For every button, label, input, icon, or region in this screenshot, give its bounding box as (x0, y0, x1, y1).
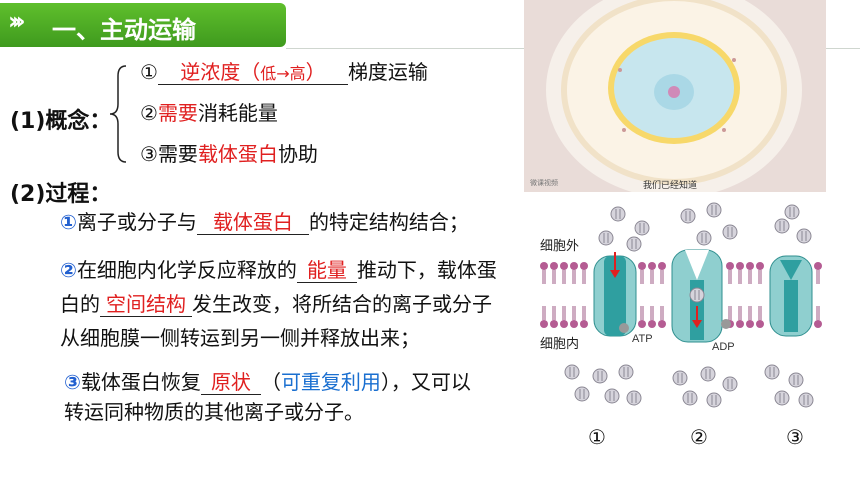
process-label: (2)过程： (10, 182, 112, 207)
process-step-2-line-2: 白的空间结构发生改变，将所结合的离子或分子 (60, 292, 492, 317)
answer-text: 能量 (306, 258, 347, 282)
answer-text: 载体蛋白 (212, 210, 293, 234)
outside-label: 细胞外 (540, 238, 579, 253)
video-watermark: 微课视频 (530, 179, 558, 187)
process-step-3-line-1: ③载体蛋白恢复原状（可重复利用），又可以 (64, 370, 471, 395)
carrier-protein-1 (593, 252, 637, 337)
answer-text: 逆浓度 (180, 60, 241, 84)
carrier-protein-3 (769, 255, 813, 337)
process-step-1: ①离子或分子与载体蛋白的特定结构结合； (60, 210, 469, 235)
stage-label-2: ② (690, 427, 708, 449)
chevron-icon: ››› (8, 7, 26, 35)
concept-item-2: ②需要消耗能量 (140, 101, 278, 125)
item-number: ① (140, 60, 158, 84)
inside-label: 细胞内 (540, 336, 579, 351)
brace-icon (109, 65, 127, 163)
carrier-protein-2 (671, 249, 731, 343)
stage-label-1: ① (588, 427, 606, 449)
stage-label-3: ③ (786, 427, 804, 449)
process-step-2-line-1: ②在细胞内化学反应释放的能量推动下，载体蛋 (60, 258, 497, 283)
process-step-2-line-3: 从细胞膜一侧转运到另一侧并释放出来； (60, 326, 420, 350)
answer-text: 需要 (157, 101, 198, 125)
section-title: 一、主动运输 (52, 16, 196, 44)
video-caption: 我们已经知道 (643, 181, 698, 191)
answer-text: 空间结构 (106, 292, 186, 316)
concept-item-3: ③需要载体蛋白协助 (140, 142, 318, 166)
atp-label: ATP (632, 333, 653, 345)
video-thumbnail[interactable]: 我们已经知道 微课视频 (524, 0, 826, 192)
answer-text: 原状 (210, 370, 251, 394)
section-banner (0, 3, 286, 47)
answer-text: 载体蛋白 (197, 142, 278, 166)
adp-label: ADP (712, 341, 735, 353)
cell-illustration (546, 0, 802, 192)
carrier-protein-diagram: 细胞外 细胞内 ATP ADP ① ② ③ (539, 202, 823, 449)
concept-label: (1)概念： (10, 109, 112, 134)
process-step-3-line-2: 转运同种物质的其他离子或分子。 (64, 400, 364, 424)
